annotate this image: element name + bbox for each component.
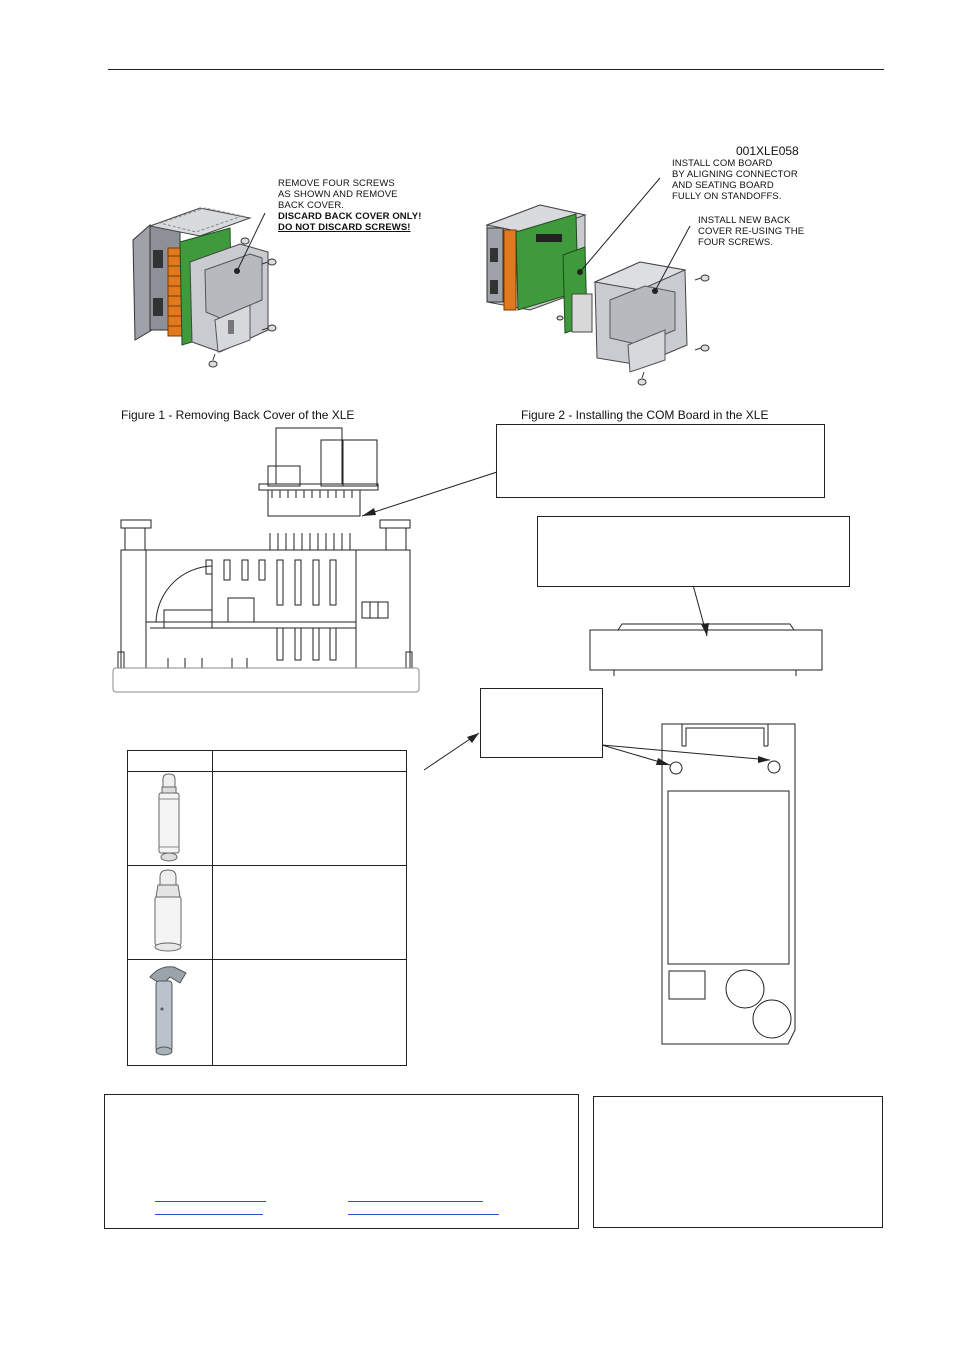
figure-2-part-number: 001XLE058	[736, 144, 799, 158]
figure-1-warning-line: DISCARD BACK COVER ONLY!	[278, 211, 422, 222]
email-link[interactable]	[348, 1214, 499, 1215]
email-link[interactable]	[155, 1214, 263, 1215]
standoff-locking-icon	[149, 966, 187, 1056]
standoff-table-header	[128, 751, 406, 772]
figure-1-note-line: REMOVE FOUR SCREWS	[278, 178, 395, 189]
figure-2-cover-note-line: FOUR SCREWS.	[698, 237, 774, 248]
figure-2-install-note-line: BY ALIGNING CONNECTOR	[672, 169, 798, 180]
header-rule	[108, 69, 884, 70]
contact-info-box	[104, 1094, 579, 1229]
figure-2-install-note-line: INSTALL COM BOARD	[672, 158, 773, 169]
callout-box-standoff-holes	[480, 688, 603, 758]
standoff-long-icon	[158, 773, 180, 862]
standoff-short-icon	[154, 869, 182, 952]
figure-1-note: REMOVE FOUR SCREWS AS SHOWN AND REMOVE B…	[278, 178, 422, 233]
email-link[interactable]	[155, 1201, 266, 1202]
callout-box-com-connector	[496, 424, 825, 498]
figure-1-caption: Figure 1 - Removing Back Cover of the XL…	[121, 408, 355, 422]
email-link[interactable]	[348, 1201, 483, 1202]
figure-1-note-line: AS SHOWN AND REMOVE	[278, 189, 398, 200]
figure-2-cover-note: INSTALL NEW BACK COVER RE-USING THE FOUR…	[698, 215, 804, 248]
figure-2-install-note-line: FULLY ON STANDOFFS.	[672, 191, 782, 202]
notes-box	[593, 1096, 883, 1228]
figure-2-cover-note-line: COVER RE-USING THE	[698, 226, 805, 237]
figure-1-note-line: BACK COVER.	[278, 200, 345, 211]
figure-2-cover-note-line: INSTALL NEW BACK	[698, 215, 791, 226]
figure-2-caption: Figure 2 - Installing the COM Board in t…	[521, 408, 769, 422]
standoff-table	[127, 750, 407, 1066]
callout-box-back-cover	[537, 516, 850, 587]
figure-1-warning-line: DO NOT DISCARD SCREWS!	[278, 222, 411, 233]
figure-2-install-note-line: AND SEATING BOARD	[672, 180, 774, 191]
figure-2-install-note: INSTALL COM BOARD BY ALIGNING CONNECTOR …	[672, 158, 798, 202]
